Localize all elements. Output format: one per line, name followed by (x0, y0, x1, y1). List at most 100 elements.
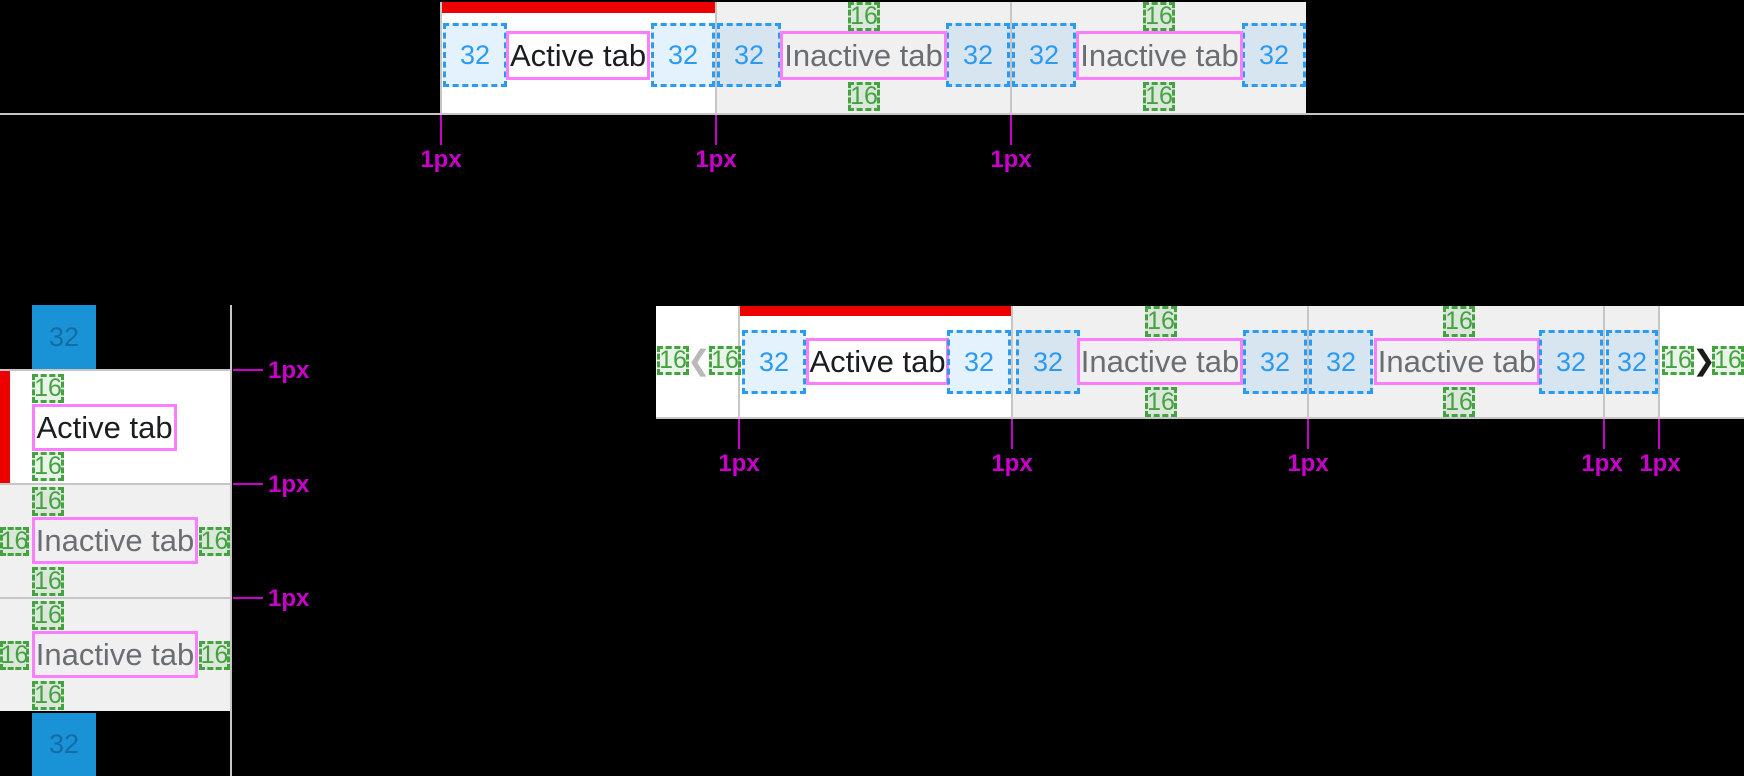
scroll-tab-active-indicator (740, 306, 1011, 316)
spacing-32-box: 32 (947, 330, 1011, 394)
label-bounds-active: Active tab (32, 404, 177, 451)
scroll-tab-active[interactable] (740, 306, 1011, 417)
spacing-32-value: 32 (1032, 346, 1064, 377)
spacing-16-value: 16 (34, 452, 62, 480)
label-bounds-active: Active tab (806, 338, 949, 385)
label-bounds-inactive: Inactive tab (1077, 338, 1243, 385)
scroll-tab-inactive-1-label: Inactive tab (1080, 343, 1240, 379)
label-bounds-active: Active tab (506, 31, 650, 80)
spacing-32-value: 32 (1258, 39, 1290, 70)
spacing-16-value: 16 (0, 641, 29, 669)
spacing-16-value: 16 (1147, 307, 1175, 335)
spacing-32-box: 32 (742, 330, 806, 394)
stack-tab-inactive-2[interactable] (0, 599, 231, 711)
spacing-32-value: 32 (459, 39, 491, 70)
spacer-swatch-32: 32 (32, 305, 96, 369)
stack-tab-inactive-1[interactable] (0, 485, 231, 597)
measure-1px-line (715, 115, 717, 145)
spacing-32-value: 32 (1325, 346, 1357, 377)
scroll-tab-inactive-2[interactable] (1309, 306, 1603, 417)
spacing-16-box: 16 (1443, 387, 1475, 417)
spacing-16-box: 16 (848, 2, 880, 31)
spacing-32-value: 32 (733, 39, 765, 70)
top-bar-baseline (0, 113, 1744, 115)
spacing-16-value: 16 (1714, 346, 1742, 374)
stack-border-1 (0, 369, 232, 371)
spacing-16-value: 16 (1147, 387, 1175, 416)
measure-1px-line (1307, 419, 1309, 449)
spacer-swatch-value: 32 (48, 729, 80, 759)
spacing-32-box: 32 (1242, 23, 1306, 87)
measure-1px-line (738, 419, 740, 449)
scroll-tab-active-label: Active tab (809, 343, 946, 379)
scroll-tab-inactive-1[interactable] (1013, 306, 1307, 417)
spacing-16-box: 16 (199, 641, 230, 670)
spacing-32-box: 32 (651, 23, 715, 87)
spacing-16-value: 16 (34, 681, 62, 709)
top-bar-border-3 (1010, 2, 1012, 113)
spacing-16-box: 16 (32, 487, 64, 516)
spacing-16-value: 16 (1445, 307, 1473, 335)
spacing-16-box: 16 (199, 527, 230, 556)
spacing-32-value: 32 (1555, 346, 1587, 377)
spacing-16-value: 16 (200, 527, 229, 555)
spacing-16-box: 16 (1145, 306, 1177, 337)
spacing-16-value: 16 (34, 487, 62, 515)
spacing-16-value: 16 (659, 346, 687, 374)
spacing-32-box: 32 (1309, 330, 1373, 394)
top-tab-active[interactable] (441, 2, 716, 113)
top-tab-inactive-2-label: Inactive tab (1080, 37, 1239, 73)
spacing-16-box: 16 (0, 641, 29, 670)
spacing-16-box: 16 (1143, 2, 1175, 31)
spacing-16-box: 16 (657, 346, 689, 375)
stack-tab-active[interactable] (0, 371, 231, 483)
spacer-swatch-32: 32 (32, 713, 96, 776)
top-tab-active-indicator (442, 2, 715, 13)
scroll-tab-partial[interactable] (1605, 306, 1658, 417)
scroll-bar-border-4 (1603, 306, 1605, 417)
spacing-16-box: 16 (1662, 346, 1694, 375)
measure-1px-line (233, 369, 263, 371)
spacing-16-value: 16 (200, 641, 229, 669)
measure-1px-line (440, 115, 442, 145)
measure-1px-label: 1px (268, 585, 310, 612)
measure-1px-line (233, 483, 263, 485)
stack-tab-inactive-2-label: Inactive tab (35, 636, 195, 672)
spacing-32-value: 32 (1259, 346, 1291, 377)
top-tab-inactive-2[interactable] (1012, 2, 1306, 113)
chevron-right-glyph: ❯ (1692, 343, 1716, 377)
spacing-16-value: 16 (711, 346, 739, 374)
stack-border-3 (0, 597, 232, 599)
stack-tab-active-indicator (0, 371, 10, 483)
chevron-left-glyph: ❮ (687, 343, 711, 377)
scroll-left-button[interactable] (656, 306, 739, 417)
label-bounds-inactive: Inactive tab (1076, 31, 1243, 80)
spacing-16-value: 16 (1145, 82, 1173, 110)
spacing-16-value: 16 (850, 2, 878, 30)
measure-1px-line (1011, 419, 1013, 449)
top-bar-border-2 (715, 2, 717, 113)
spacing-16-box: 16 (32, 681, 64, 710)
chevron-left-icon[interactable]: ❮ (683, 342, 715, 378)
spacing-32-box: 32 (1539, 330, 1603, 394)
spacing-32-box: 32 (946, 23, 1010, 87)
measure-1px-label: 1px (718, 450, 760, 477)
scroll-bar-border-2 (1011, 306, 1013, 417)
chevron-right-icon[interactable]: ❯ (1688, 342, 1720, 378)
measure-1px-line (1658, 419, 1660, 449)
measure-1px-label: 1px (268, 357, 310, 384)
label-bounds-inactive: Inactive tab (1374, 338, 1540, 385)
scroll-right-button[interactable] (1660, 306, 1744, 417)
measure-1px-label: 1px (268, 471, 310, 498)
measure-1px-line (233, 597, 263, 599)
spacing-16-box: 16 (32, 567, 64, 596)
spacing-32-value: 32 (758, 346, 790, 377)
top-bar-border-1 (440, 2, 442, 113)
stack-right-edge (230, 305, 232, 776)
spacing-32-box: 32 (717, 23, 781, 87)
stack-border-2 (0, 483, 232, 485)
measure-1px-label: 1px (1639, 450, 1681, 477)
top-tab-inactive-1[interactable] (717, 2, 1010, 113)
measure-1px-line (1603, 419, 1605, 449)
